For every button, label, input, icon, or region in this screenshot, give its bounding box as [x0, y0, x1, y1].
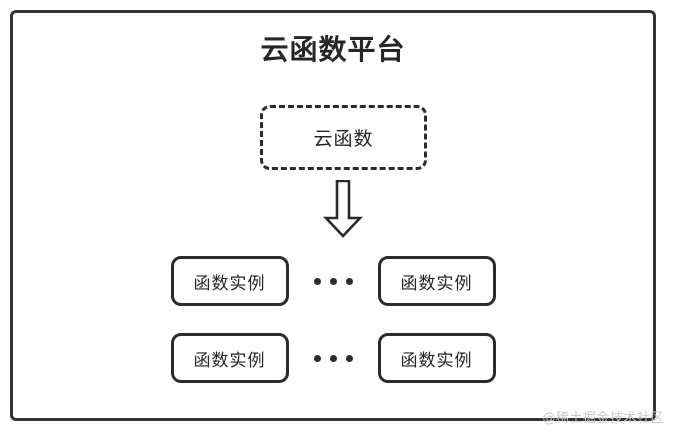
ellipsis-icon [289, 277, 378, 285]
function-instance-box[interactable]: 函数实例 [377, 256, 496, 306]
cloud-function-platform-frame: 云函数平台 云函数 函数实例 函数实例 函数实例 函数实例 [10, 10, 656, 421]
ellipsis-dot [313, 277, 321, 285]
cloud-function-node[interactable]: 云函数 [260, 105, 427, 170]
function-instance-box[interactable]: 函数实例 [170, 256, 289, 306]
function-instance-label: 函数实例 [193, 273, 266, 294]
ellipsis-dot [329, 277, 337, 285]
ellipsis-dot [313, 354, 321, 362]
ellipsis-dot [345, 354, 353, 362]
instance-row: 函数实例 函数实例 [13, 256, 653, 306]
ellipsis-icon [289, 354, 378, 362]
ellipsis-dot [345, 277, 353, 285]
function-instance-box[interactable]: 函数实例 [170, 333, 289, 383]
watermark: @稀土掘金技术社区 [542, 411, 664, 426]
ellipsis-dot [329, 354, 337, 362]
instance-row: 函数实例 函数实例 [13, 333, 653, 383]
cloud-function-label: 云函数 [313, 128, 374, 150]
function-instance-label: 函数实例 [400, 350, 473, 371]
function-instance-label: 函数实例 [193, 350, 266, 371]
function-instance-box[interactable]: 函数实例 [377, 333, 496, 383]
down-block-arrow-icon [321, 179, 365, 238]
function-instance-label: 函数实例 [400, 273, 473, 294]
page-title: 云函数平台 [260, 33, 406, 66]
